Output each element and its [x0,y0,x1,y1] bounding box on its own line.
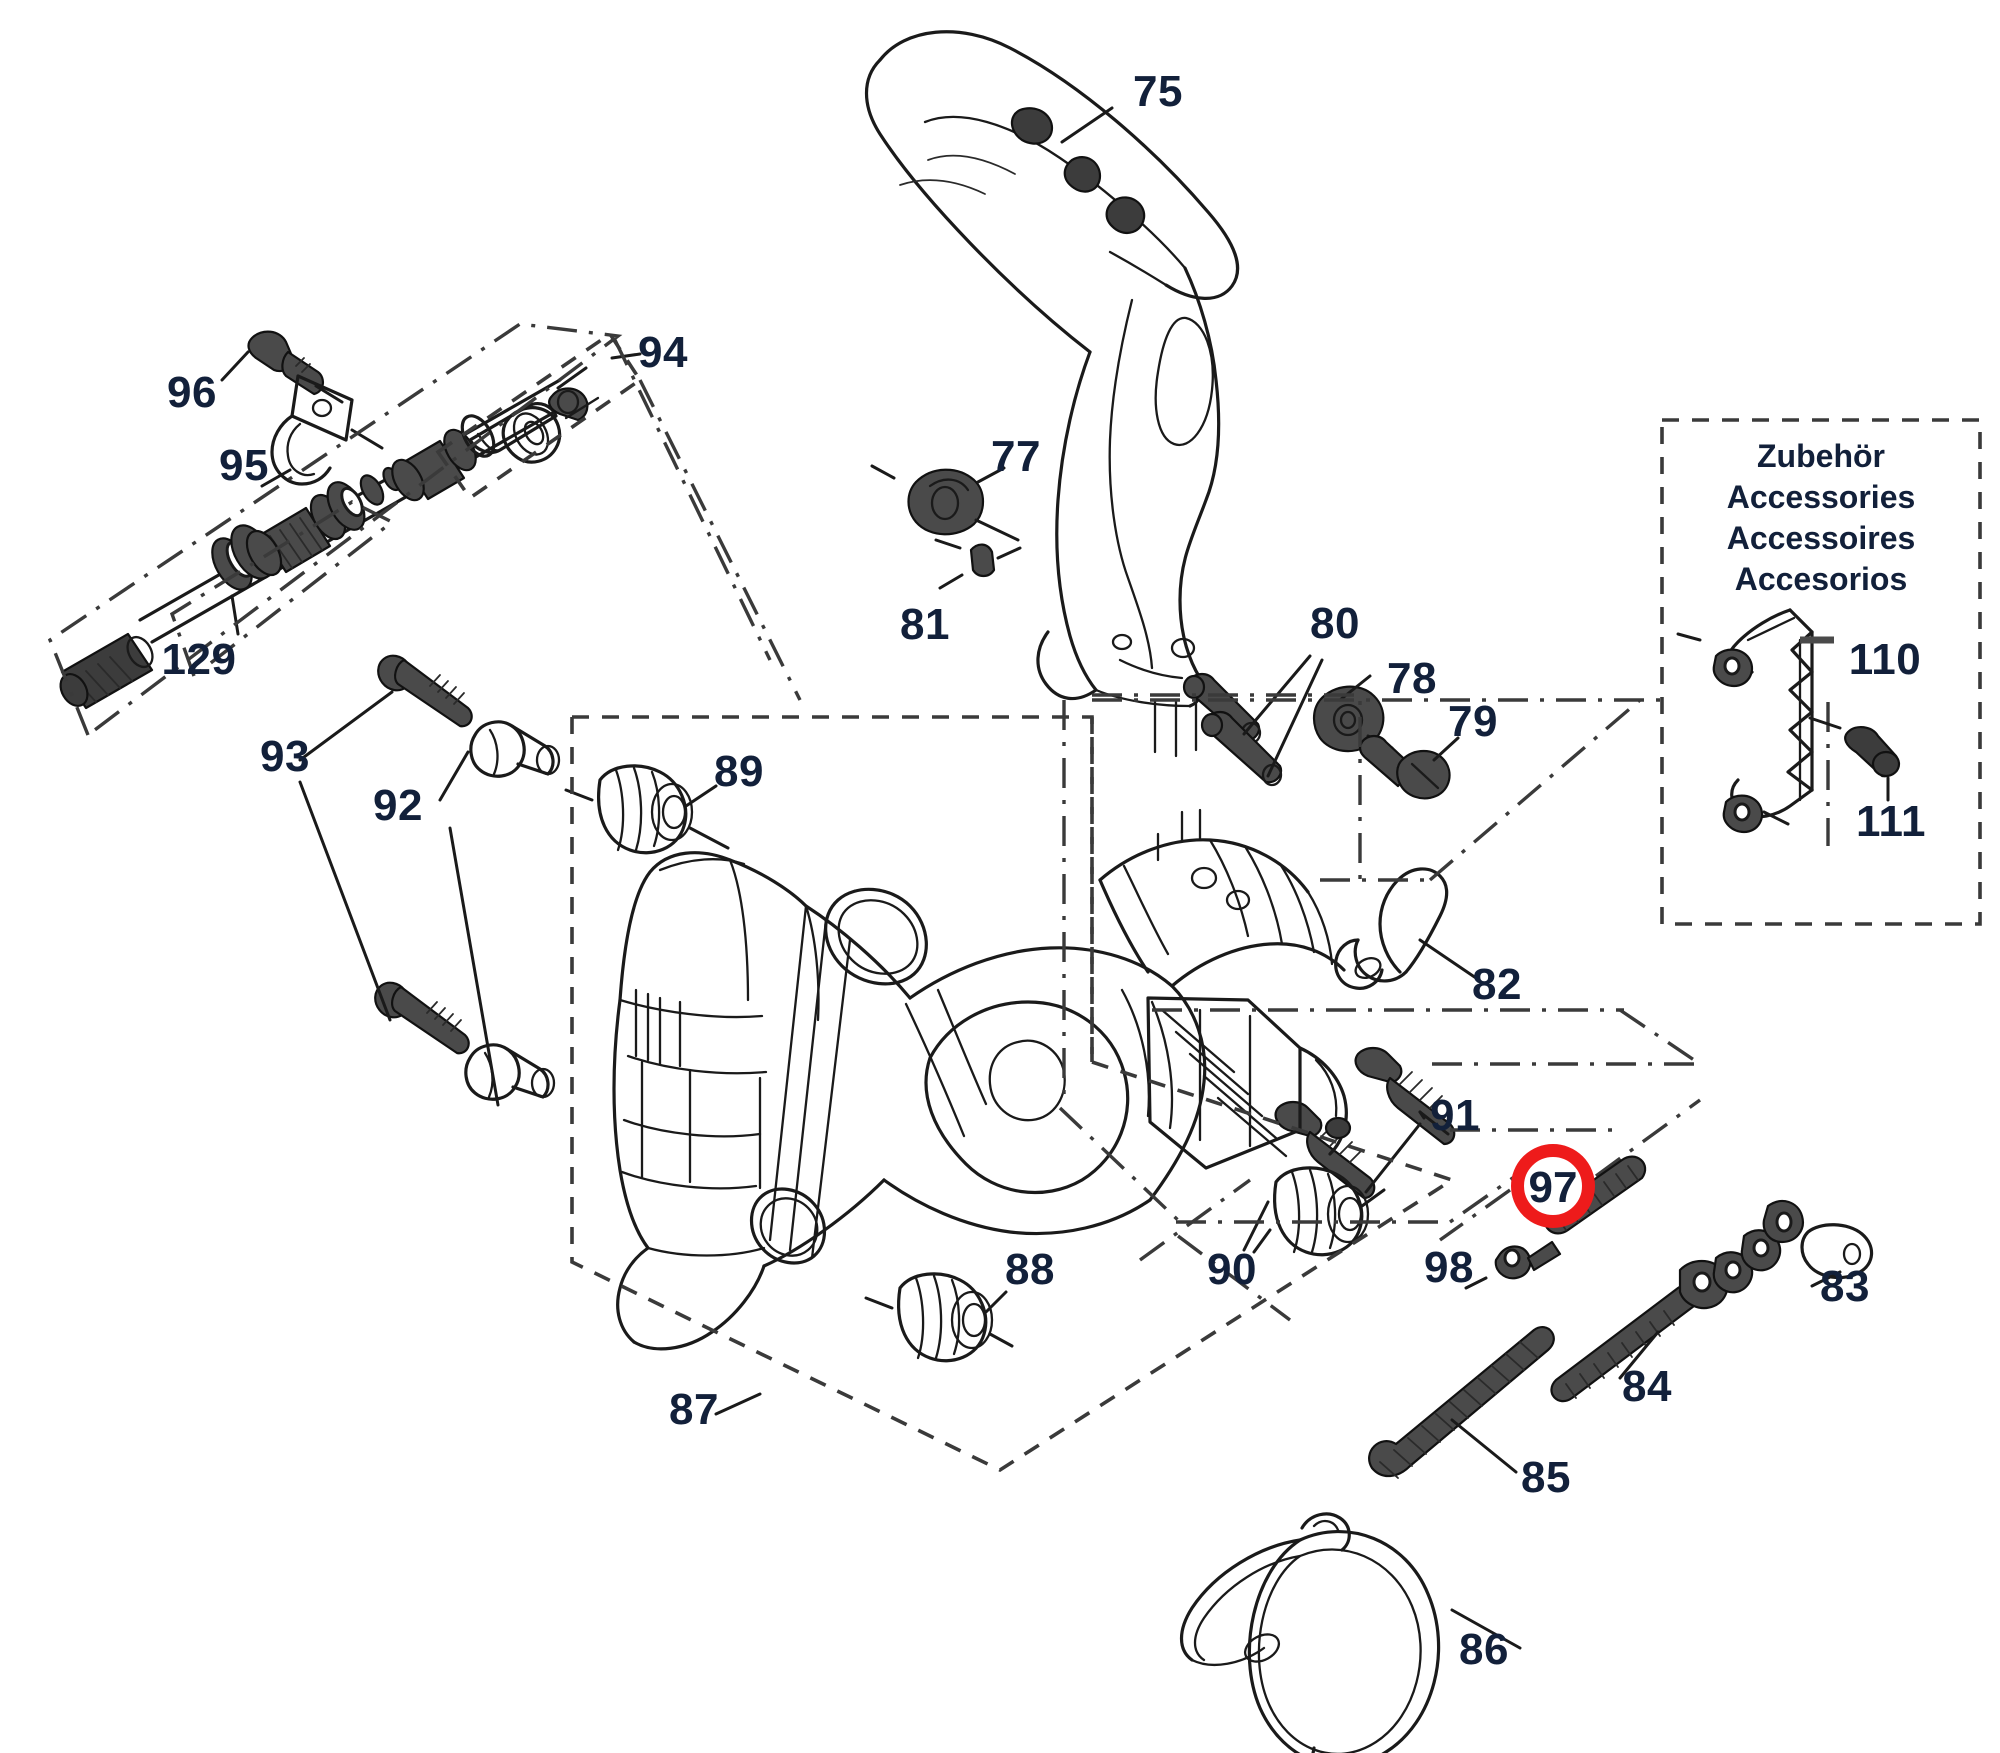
brake-linkage-84-part [1550,1199,1804,1403]
worm-shaft-assembly-129-part [47,322,802,738]
callout-77: 77 [991,432,1041,481]
callout-82: 82 [1472,960,1522,1009]
callout-96: 96 [167,368,217,417]
callout-79: 79 [1448,697,1498,746]
av-buffer-90-part [1242,1166,1386,1257]
oil-hose-elbow-82-part [1334,867,1478,990]
accessories-label-en: Accessories [1726,478,1916,515]
accessories-label-fr: Accessoires [1726,519,1916,556]
callout-84: 84 [1622,1362,1672,1411]
callout-95: 95 [219,441,269,490]
bumper-spike-110-part [1676,608,1834,846]
grommet-77-part [870,464,1020,542]
accessories-label-de: Zubehör [1757,438,1885,474]
callout-86: 86 [1459,1625,1509,1674]
callout-98: 98 [1424,1243,1474,1292]
callout-97: 97 [1528,1163,1578,1212]
callout-85: 85 [1521,1453,1571,1502]
spring-hook-98-part [1464,1240,1562,1290]
callout-111: 111 [1855,797,1927,846]
brake-band-86-part [1179,1512,1522,1753]
spike-screw-111-part [1808,716,1901,802]
callout-94: 94 [638,328,688,377]
callout-87: 87 [669,1385,719,1434]
accessories-box-label: Zubehör Accessories Accessoires Accesori… [1727,436,1916,600]
pin-81-part [934,538,1022,590]
callout-110: 110 [1848,635,1922,684]
callout-81: 81 [900,600,950,649]
crankcase-group-box [570,715,1453,1473]
screw-96-part [220,330,344,404]
leader-90 [1252,1228,1272,1254]
callout-91: 91 [1430,1091,1480,1140]
link-83-part [1800,1223,1874,1288]
callout-93: 93 [260,732,310,781]
callout-129: 129 [161,635,237,684]
screw-79-part [1358,734,1460,800]
leader-75 [1060,106,1114,144]
crankcase-body-part [612,808,1352,1351]
callout-92: 92 [373,781,423,830]
long-screw-upper-93-part [298,654,473,762]
callout-78: 78 [1387,654,1437,703]
sleeve-pins-80-part [1182,654,1324,787]
bushing-lower-92-part [448,826,556,1107]
clip-95-part [260,374,384,488]
brake-spring-85-part [1368,1326,1555,1479]
callout-89: 89 [714,747,764,796]
accessories-box-frame [1660,418,1982,926]
stud-bolts-91-part [1274,1046,1456,1200]
bushing-upper-92-part [438,720,561,802]
av-buffer-89-part [564,764,730,855]
callout-75: 75 [1133,67,1183,116]
assembly-axis-lines [1058,693,1702,1322]
callout-88: 88 [1005,1245,1055,1294]
front-handle-part [864,30,1240,758]
callout-90: 90 [1207,1245,1257,1294]
long-screw-lower-93-part [298,780,470,1055]
callout-80: 80 [1310,599,1360,648]
accessories-label-es: Accesorios [1734,560,1908,597]
av-buffer-88-part [864,1272,1014,1363]
callout-83: 83 [1820,1262,1870,1311]
